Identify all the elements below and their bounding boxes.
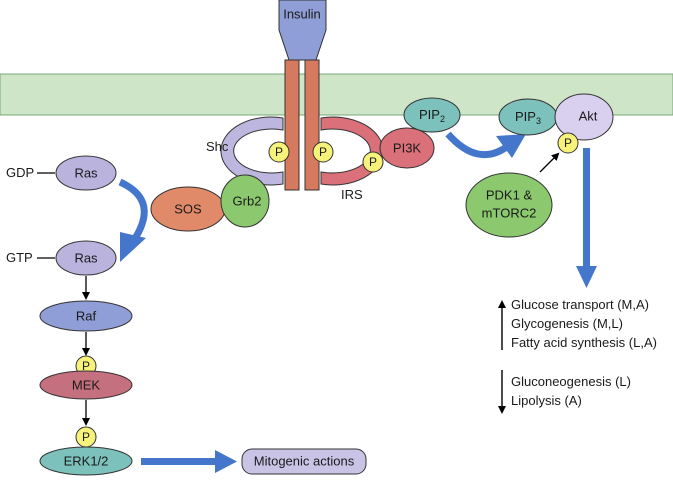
- akt-down-shaft: [583, 148, 590, 268]
- pip2-base: PIP: [419, 107, 440, 122]
- pi3k-node: [379, 127, 435, 169]
- erk-node: [39, 446, 133, 476]
- irs-label: IRS: [341, 187, 363, 202]
- mitogenic-actions-box: [241, 448, 367, 475]
- erk-to-mitogenic-arrowhead: [215, 450, 237, 473]
- pip3-label: PIP3: [515, 109, 541, 126]
- pdk1-mtorc2-node: [465, 172, 553, 238]
- pip2-to-pip3-arrowhead: [496, 134, 526, 158]
- phospho-left-label: P: [275, 145, 283, 159]
- mek-node: [39, 370, 133, 400]
- effect-fatty-acid-synthesis: Fatty acid synthesis (L,A): [511, 335, 657, 350]
- pip2-sub: 2: [440, 114, 445, 124]
- grb2-label: Grb2: [233, 193, 262, 208]
- phospho-akt-label: P: [564, 136, 572, 150]
- erk-label: ERK1/2: [64, 453, 109, 468]
- akt-down-arrowhead: [576, 266, 597, 288]
- phospho-irs: [362, 151, 384, 173]
- mtorc2-label: mTORC2: [482, 205, 537, 220]
- ras-activation-arrow: [118, 178, 148, 242]
- raf-node: [39, 300, 133, 332]
- phospho-irs-label: P: [369, 155, 377, 169]
- phospho-akt: [557, 132, 579, 154]
- ras-gtp-node: [55, 240, 117, 276]
- phospho-left: [268, 141, 290, 163]
- sos-label: SOS: [174, 201, 202, 216]
- phospho-right: [312, 141, 334, 163]
- effect-lipolysis: Lipolysis (A): [511, 393, 582, 408]
- erk-to-mitogenic-shaft: [141, 458, 217, 465]
- gdp-label: GDP: [6, 165, 34, 180]
- pdk1-label: PDK1 &: [486, 187, 533, 202]
- ras-gdp-node: [55, 155, 117, 191]
- receptor-left-bar: [284, 59, 300, 191]
- phospho-mek-label: P: [82, 359, 90, 373]
- ras-gtp-label: Ras: [74, 250, 98, 265]
- pi3k-label: PI3K: [393, 140, 422, 155]
- akt-node: [554, 93, 614, 141]
- akt-label: Akt: [579, 108, 598, 123]
- pip3-sub: 3: [536, 116, 541, 126]
- shc-arc: [220, 116, 284, 186]
- ras-gdp-label: Ras: [74, 165, 98, 180]
- raf-label: Raf: [76, 308, 97, 323]
- pdk1-to-akt-arrow: [539, 152, 560, 173]
- effect-glycogenesis: Glycogenesis (M,L): [511, 316, 623, 331]
- shc-label: Shc: [206, 139, 229, 154]
- gtp-label: GTP: [6, 250, 33, 265]
- pip3-base: PIP: [515, 109, 536, 124]
- cell-membrane: [0, 73, 673, 116]
- grb2-node: [220, 174, 270, 228]
- mitogenic-actions-label: Mitogenic actions: [254, 453, 355, 468]
- insulin-label: Insulin: [283, 6, 321, 21]
- effect-gluconeogenesis: Gluconeogenesis (L): [511, 374, 631, 389]
- phospho-right-label: P: [319, 145, 327, 159]
- ras-activation-arrowhead: [120, 232, 146, 262]
- effect-glucose-transport: Glucose transport (M,A): [511, 297, 649, 312]
- pip2-node: [403, 97, 461, 133]
- pip2-to-pip3-arrow: [445, 131, 511, 158]
- receptor-right-bar: [304, 59, 320, 191]
- pip2-label: PIP2: [419, 107, 445, 124]
- mek-label: MEK: [72, 377, 101, 392]
- phospho-erk-label: P: [82, 430, 90, 444]
